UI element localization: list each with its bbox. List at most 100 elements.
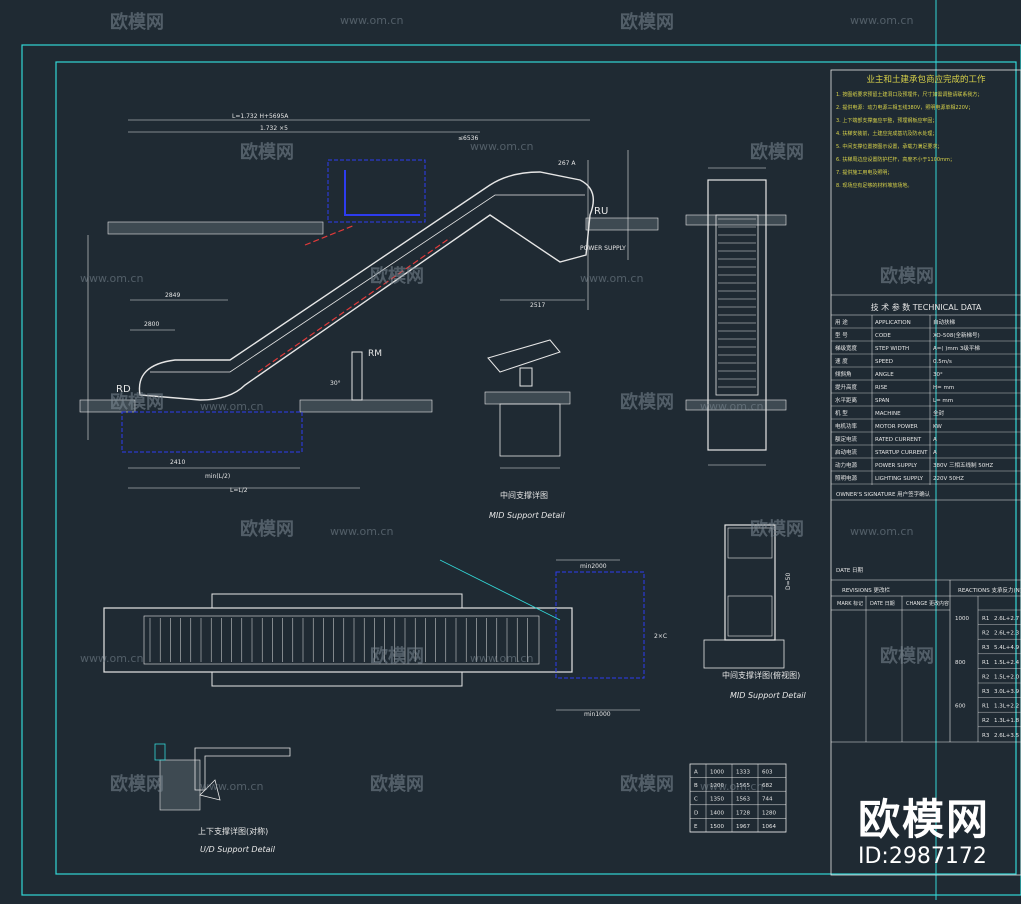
tech-row-value: H= mm: [933, 385, 954, 391]
tech-row-cn: 电机功率: [835, 422, 858, 430]
watermark-url: www.om.cn: [200, 780, 263, 793]
dimension-table-cell: A: [694, 770, 698, 776]
tech-row-en: MOTOR POWER: [875, 424, 918, 430]
side-truss: [707, 179, 767, 451]
brand-logo: 欧模网: [858, 795, 991, 844]
watermark-url: www.om.cn: [850, 525, 913, 538]
dim-2849: 2849: [165, 292, 180, 299]
date-label: DATE 日期: [836, 567, 864, 574]
reaction-id: R1: [982, 660, 989, 666]
tech-row-value: A: [933, 450, 937, 456]
watermark-url: www.om.cn: [80, 652, 143, 665]
escalator-side-view: [685, 167, 787, 466]
label-ru: RU: [594, 206, 608, 217]
plan-dim-min2000: min2000: [580, 563, 607, 570]
tech-row-value: XO-508(全新梯号): [933, 331, 980, 339]
reaction-width: 1000: [955, 616, 969, 622]
reaction-formula: 2.6L+2.3: [994, 631, 1020, 637]
title-note: 8. 现场应有足够的材料堆放场地。: [836, 182, 912, 189]
tech-row-en: APPLICATION: [875, 320, 911, 326]
reaction-formula: 1.3L+2.2: [994, 704, 1019, 710]
watermark-brand: 欧模网: [370, 265, 424, 287]
reaction-id: R2: [982, 674, 989, 680]
title-note: 1. 按图纸要求预留土建洞口及预埋件，尺寸如需调整请联系我方；: [836, 91, 982, 98]
dimension-table-cell: 1565: [736, 783, 750, 789]
dimension-table-cell: 1967: [736, 824, 750, 830]
dim-top-span-label: 1.732 ×5: [260, 125, 288, 132]
watermark-url: www.om.cn: [80, 272, 143, 285]
dimension-table-cell: 682: [762, 783, 773, 789]
mid-support-side-detail: 中间支撑详图(俯视图) MID Support Detail D=50: [703, 524, 806, 700]
tech-row-value: KW: [933, 424, 942, 430]
tech-row-en: RATED CURRENT: [875, 437, 922, 443]
outer-frame: [21, 44, 1021, 896]
label-rd: RD: [116, 384, 131, 395]
mid-side-bottom-box: [727, 595, 773, 637]
tech-row-cn: 倾斜角: [835, 370, 852, 378]
tech-row-value: 30°: [933, 372, 943, 378]
mid-side-dim-d50: D=50: [785, 573, 792, 590]
watermark-brand: 欧模网: [620, 773, 674, 795]
tech-row-cn: 启动电流: [835, 448, 858, 456]
dimension-table-cell: 1563: [736, 797, 750, 803]
ud-support-detail: 上下支撑详图(对称) U/D Support Detail: [154, 743, 291, 854]
tech-row-value: 220V 50HZ: [933, 476, 964, 482]
upper-pit-mark: [344, 170, 420, 216]
title-block: 业主和土建承包商应完成的工作 技 术 参 数 TECHNICAL DATA OW…: [830, 69, 1021, 876]
reaction-id: R3: [982, 733, 990, 739]
tech-row-cn: 用 途: [835, 318, 848, 326]
mid-support-column: [351, 351, 363, 401]
brand-overlay: 欧模网 ID:2987172: [858, 798, 990, 870]
rev-col-mark: MARK 标记: [837, 600, 863, 607]
ud-support-bracket: [199, 779, 221, 801]
title-note: 6. 扶梯周边应设置防护栏杆，高度不小于1100mm；: [836, 156, 955, 163]
mid-support-title-cn: 中间支撑详图: [500, 490, 548, 500]
reaction-id: R1: [982, 616, 989, 622]
mid-side-base: [703, 639, 785, 669]
mid-side-top-box: [727, 527, 773, 559]
plan-dim-min: min1000: [584, 711, 611, 718]
upper-pit: [327, 159, 426, 223]
reaction-formula: 2.6L+2.7: [994, 616, 1020, 622]
reaction-id: R2: [982, 718, 989, 724]
tech-row-en: MACHINE: [875, 411, 901, 417]
watermark-url: www.om.cn: [580, 272, 643, 285]
dimension-table-cell: 1280: [762, 810, 776, 816]
title-block-header: 业主和土建承包商应完成的工作: [866, 74, 986, 85]
title-block-frame: [830, 69, 1021, 876]
mid-side-outline: [724, 524, 776, 641]
inner-frame: [55, 61, 1017, 875]
dim-267: 267 A: [558, 160, 576, 167]
plan-pit: [555, 571, 645, 679]
truss-outline: [138, 171, 594, 401]
ud-support-anchor: [154, 743, 166, 761]
tech-row-en: STEP WIDTH: [875, 346, 909, 352]
side-slab-bottom: [685, 399, 787, 411]
watermark-brand: 欧模网: [110, 391, 164, 413]
tech-row-cn: 额定电流: [835, 435, 858, 443]
label-rm: RM: [368, 349, 382, 359]
tech-row-value: 380V 三相五线制 50HZ: [933, 461, 993, 469]
watermark-url: www.om.cn: [850, 14, 913, 27]
mid-support-detail: 中间支撑详图 MID Support Detail: [484, 339, 571, 520]
watermark-brand: 欧模网: [750, 518, 804, 540]
dimension-table-cell: D: [694, 810, 698, 816]
tech-row-value: L= mm: [933, 398, 953, 404]
tech-row-cn: 梯级宽度: [835, 344, 858, 352]
tech-row-en: STARTUP CURRENT: [875, 450, 928, 456]
brand-id: ID:2987172: [858, 844, 987, 869]
dim-l: L=L/2: [230, 487, 248, 494]
watermark-brand: 欧模网: [370, 645, 424, 667]
watermark-brand: 欧模网: [110, 11, 164, 33]
rev-col-change: CHANGE 更改内容: [906, 600, 949, 607]
dimension-table-cell: B: [694, 783, 698, 789]
upper-floor-slab-left: [107, 221, 324, 235]
tech-row-en: ANGLE: [875, 372, 894, 378]
reaction-formula: 1.5L+2.4: [994, 660, 1020, 666]
dimension-table-cell: 603: [762, 770, 773, 776]
dimension-table-cell: 744: [762, 797, 773, 803]
reaction-id: R3: [982, 689, 990, 695]
